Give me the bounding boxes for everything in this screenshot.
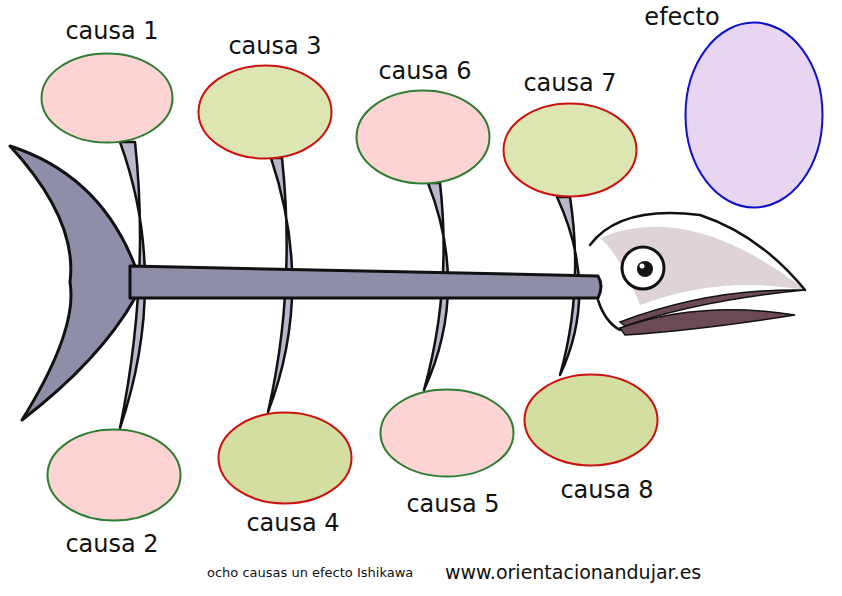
cause-ellipse: causa 1 bbox=[40, 52, 174, 144]
fish-pupil bbox=[637, 261, 653, 277]
ellipse-shape bbox=[42, 54, 173, 143]
cause-ellipse: causa 7 bbox=[502, 102, 638, 198]
effect-label: efecto bbox=[644, 3, 719, 31]
fish-mouth bbox=[620, 290, 805, 326]
ellipse-outline bbox=[217, 411, 353, 505]
cause-label: causa 4 bbox=[246, 509, 339, 537]
ellipse-outline bbox=[197, 64, 333, 160]
cause-label: causa 6 bbox=[378, 57, 471, 85]
ellipse-shape bbox=[381, 390, 514, 477]
fish-eye bbox=[622, 247, 664, 289]
cause-label: causa 3 bbox=[228, 32, 321, 60]
ellipse-outline bbox=[46, 428, 182, 522]
website-watermark: www.orientacionandujar.es bbox=[445, 561, 701, 583]
cause-ellipse: causa 3 bbox=[197, 64, 333, 160]
ellipse-shape bbox=[686, 23, 823, 208]
ellipse-outline bbox=[523, 373, 659, 467]
ellipse-shape bbox=[525, 375, 658, 466]
cause-ellipse: causa 6 bbox=[355, 89, 491, 185]
cause-ellipse: causa 2 bbox=[46, 428, 182, 522]
ellipse-outline bbox=[684, 21, 824, 209]
cause-ellipse: causa 4 bbox=[217, 411, 353, 505]
fish-spine bbox=[130, 266, 601, 298]
ellipse-shape bbox=[357, 91, 490, 184]
ellipse-outline bbox=[379, 388, 515, 478]
cause-ellipse: causa 8 bbox=[523, 373, 659, 467]
ellipse-shape bbox=[199, 66, 332, 159]
ellipse-outline bbox=[40, 52, 174, 144]
fish-eye-glint bbox=[640, 264, 645, 269]
cause-label: causa 1 bbox=[65, 17, 158, 45]
cause-label: causa 2 bbox=[65, 530, 158, 558]
cause-label: causa 8 bbox=[560, 476, 653, 504]
footer-caption: ocho causas un efecto Ishikawa bbox=[207, 565, 413, 580]
effect-ellipse: efecto bbox=[684, 21, 824, 209]
cause-ellipse: causa 5 bbox=[379, 388, 515, 478]
ellipse-outline bbox=[355, 89, 491, 185]
ellipse-shape bbox=[219, 413, 352, 504]
cause-label: causa 5 bbox=[406, 490, 499, 518]
fish-tail bbox=[10, 146, 135, 420]
fish-head bbox=[598, 300, 620, 330]
ellipse-shape bbox=[48, 430, 181, 521]
ellipse-outline bbox=[502, 102, 638, 198]
cause-label: causa 7 bbox=[523, 69, 616, 97]
ellipse-shape bbox=[504, 104, 637, 197]
